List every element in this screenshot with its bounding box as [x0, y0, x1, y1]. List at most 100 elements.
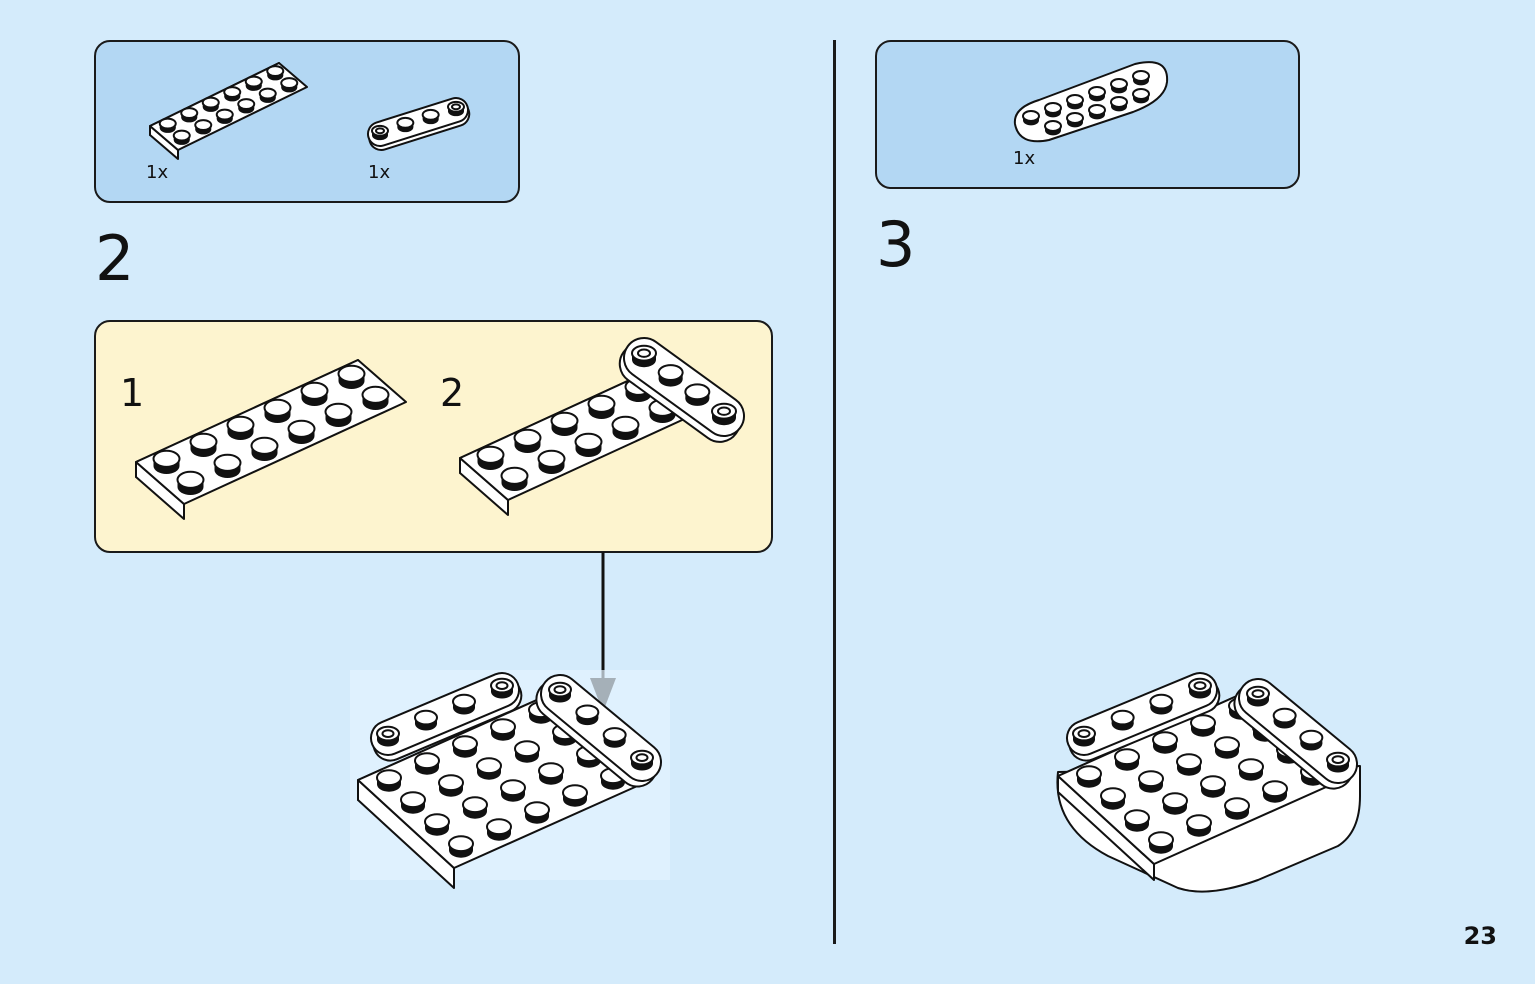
stud: [1214, 736, 1240, 759]
stud: [1246, 685, 1270, 707]
stud: [575, 704, 600, 726]
stud: [1072, 725, 1096, 747]
stud: [176, 470, 205, 496]
page-number: 23: [1463, 922, 1497, 950]
stud: [684, 383, 711, 406]
stud: [574, 432, 603, 458]
stud: [1044, 102, 1062, 118]
stud: [201, 96, 220, 112]
part-count: 1x: [146, 162, 169, 183]
stud: [180, 107, 199, 123]
stud: [438, 774, 464, 797]
stud: [371, 124, 389, 141]
stud: [421, 108, 440, 125]
step-2-parts-box: 1x 1x: [94, 40, 520, 203]
stud: [414, 752, 440, 775]
stud: [414, 709, 438, 731]
stud: [213, 453, 242, 479]
stud: [1262, 780, 1288, 803]
stud: [611, 415, 640, 441]
part-count: 1x: [1013, 148, 1036, 169]
stud: [537, 449, 566, 475]
stud: [1124, 809, 1150, 832]
stud: [1022, 110, 1040, 126]
stud: [152, 449, 181, 475]
stud: [447, 100, 465, 117]
stud: [500, 779, 526, 802]
stud: [400, 791, 426, 814]
stud: [361, 385, 390, 411]
stud: [237, 98, 256, 114]
stud: [514, 740, 540, 763]
stud: [630, 749, 654, 771]
stud: [1200, 775, 1226, 798]
stud: [1138, 770, 1164, 793]
stud: [1272, 707, 1297, 729]
plate-2x6-with-1x4-rounded-icon: [459, 337, 746, 516]
stud: [452, 693, 476, 715]
rounded-plate: [367, 97, 471, 152]
stud: [1110, 96, 1128, 112]
stud: [1088, 104, 1106, 120]
sub-step-number: 2: [440, 371, 465, 415]
stud: [602, 727, 627, 748]
plate-2x6-double-round-icon: [1013, 61, 1169, 143]
stud: [1190, 714, 1216, 737]
sub-step-number: 1: [120, 371, 145, 415]
rounded-plate: [370, 671, 523, 762]
part-count: 1x: [368, 162, 391, 183]
stud: [194, 119, 213, 135]
stud: [244, 75, 263, 91]
stud: [1148, 831, 1174, 854]
plate-1x4-rounded-icon: [367, 97, 471, 152]
stud: [500, 466, 529, 492]
stud: [1088, 86, 1106, 102]
stud: [538, 762, 564, 785]
stud: [263, 398, 292, 424]
step-3-parts-box: 1x: [875, 40, 1300, 189]
stud: [631, 344, 657, 368]
stud: [1076, 765, 1102, 788]
stud: [258, 87, 277, 103]
stud: [287, 419, 316, 445]
stud: [1066, 94, 1084, 110]
stud: [1326, 751, 1350, 773]
stud: [490, 718, 516, 741]
stud: [1176, 753, 1202, 776]
stud: [587, 394, 616, 420]
stud: [1132, 70, 1150, 86]
step-number: 2: [95, 222, 135, 295]
stud: [1110, 78, 1128, 94]
stud: [172, 129, 191, 145]
stud: [424, 813, 450, 836]
stud: [226, 415, 255, 441]
stud: [158, 117, 177, 133]
stud: [1162, 792, 1188, 815]
stud: [548, 681, 572, 703]
stud: [189, 432, 218, 458]
column-divider: [833, 40, 836, 944]
stud: [486, 818, 512, 841]
stud: [711, 402, 737, 426]
plate-2x6-icon: [135, 359, 407, 520]
stud: [524, 801, 550, 824]
stud: [513, 428, 542, 454]
stud: [490, 677, 514, 699]
stud: [476, 445, 505, 471]
stud: [1152, 731, 1178, 754]
stud: [550, 411, 579, 437]
stud: [1149, 693, 1174, 715]
stud: [266, 65, 285, 81]
stud: [1100, 787, 1126, 810]
stud: [448, 835, 474, 858]
round-base-assembly-icon: [1056, 672, 1361, 893]
stud: [215, 108, 234, 124]
stud: [562, 784, 588, 807]
stud: [1132, 88, 1150, 104]
stud: [396, 116, 415, 133]
stud: [1224, 797, 1250, 820]
stud: [452, 735, 478, 758]
stud: [1044, 120, 1062, 136]
stud: [250, 436, 279, 462]
base-assembly-icon: [350, 670, 670, 889]
